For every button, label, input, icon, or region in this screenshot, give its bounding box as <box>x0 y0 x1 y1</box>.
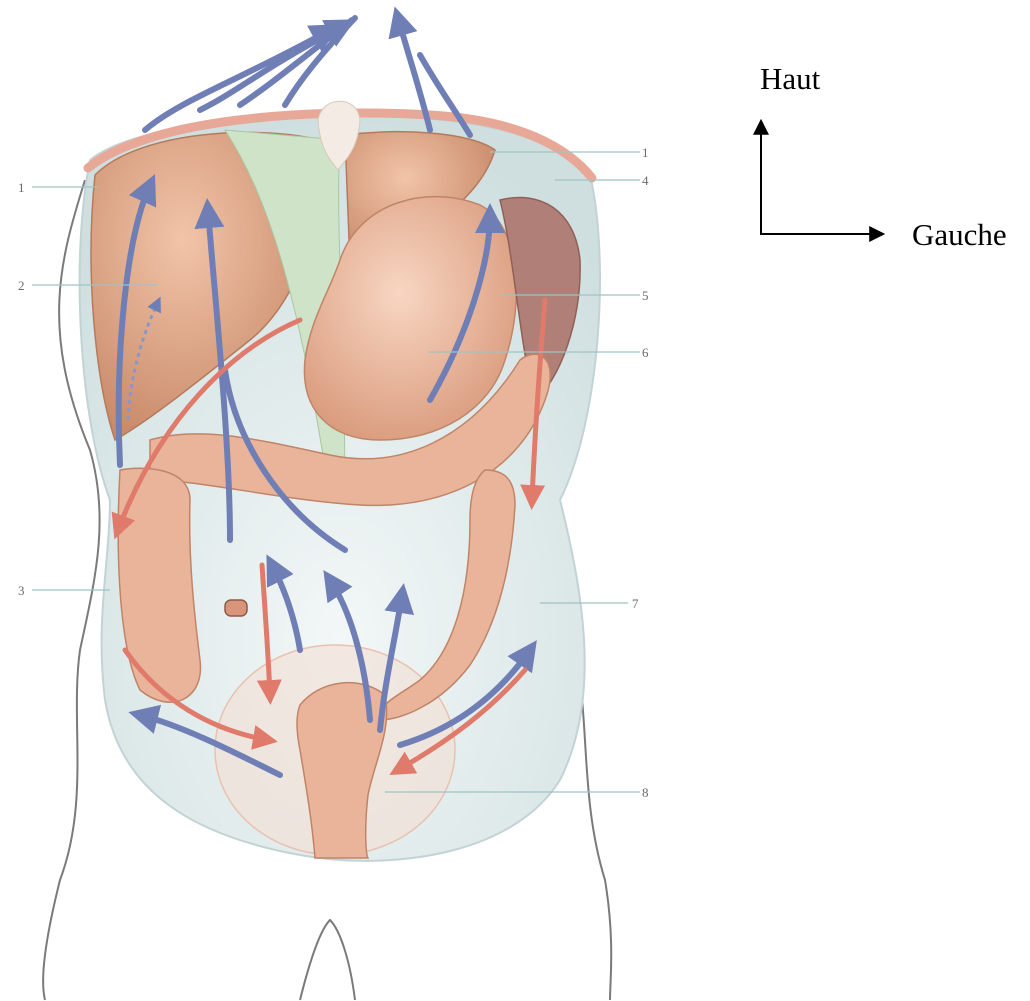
callout-7: 7 <box>632 596 639 611</box>
callout-5: 5 <box>642 288 649 303</box>
callout-4: 4 <box>642 173 649 188</box>
callout-8: 8 <box>642 785 649 800</box>
callout-1-left: 1 <box>18 180 25 195</box>
terminal-ileum <box>225 600 247 616</box>
callout-1-right: 1 <box>642 145 649 160</box>
callout-6: 6 <box>642 345 649 360</box>
orientation-left-label: Gauche <box>912 217 1007 252</box>
callout-2: 2 <box>18 278 25 293</box>
orientation-up-label: Haut <box>760 61 821 96</box>
orientation-legend: Haut Gauche <box>760 61 1007 252</box>
callout-3: 3 <box>18 583 25 598</box>
